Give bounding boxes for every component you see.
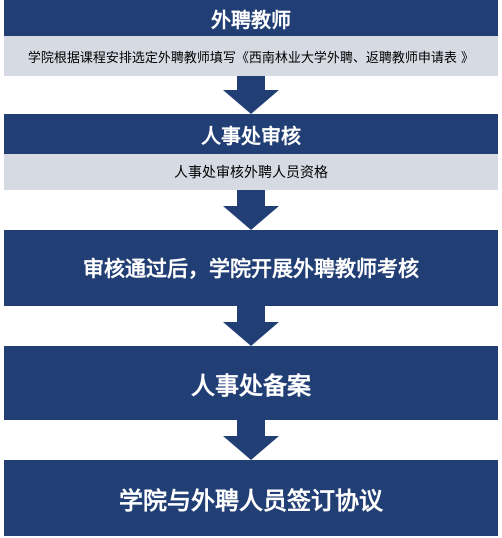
step-4-box: 人事处备案 bbox=[4, 346, 498, 420]
arrow-1-icon bbox=[223, 76, 279, 114]
step-1-detail: 学院根据课程安排选定外聘教师填写《西南林业大学外聘、返聘教师申请表 》 bbox=[27, 50, 475, 66]
step-1-detail-box: 学院根据课程安排选定外聘教师填写《西南林业大学外聘、返聘教师申请表 》 bbox=[4, 36, 498, 76]
step-2-detail-box: 人事处审核外聘人员资格 bbox=[4, 154, 498, 190]
arrow-3-icon bbox=[223, 306, 279, 346]
arrow-2-icon bbox=[223, 190, 279, 230]
step-1-box: 外聘教师 bbox=[4, 0, 498, 36]
step-2-title: 人事处审核 bbox=[201, 123, 301, 148]
step-3-title: 审核通过后，学院开展外聘教师考核 bbox=[83, 257, 419, 281]
step-1-title: 外聘教师 bbox=[211, 7, 291, 32]
step-5-title: 学院与外聘人员签订协议 bbox=[119, 486, 383, 515]
step-5-box: 学院与外聘人员签订协议 bbox=[4, 460, 498, 536]
step-4-title: 人事处备案 bbox=[191, 371, 311, 400]
step-2-detail: 人事处审核外聘人员资格 bbox=[174, 165, 328, 181]
step-2-box: 人事处审核 bbox=[4, 114, 498, 154]
arrow-4-icon bbox=[223, 420, 279, 460]
step-3-box: 审核通过后，学院开展外聘教师考核 bbox=[4, 230, 498, 306]
